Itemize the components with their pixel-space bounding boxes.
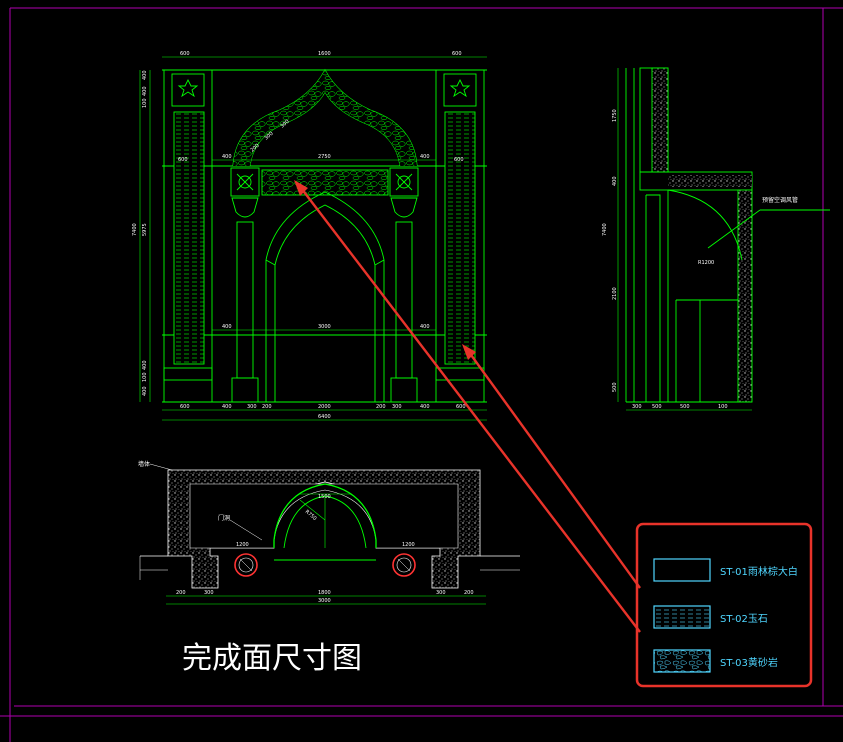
column-base-left-icon bbox=[234, 553, 258, 577]
dim-top-left: 600 bbox=[180, 51, 190, 57]
dim-base-2: 300 bbox=[247, 404, 257, 410]
dim-arch-1: 300 bbox=[263, 131, 274, 142]
dim-base-0: 600 bbox=[180, 404, 190, 410]
plan-base-1: 300 bbox=[204, 590, 214, 596]
dim-mid-center: 2750 bbox=[318, 154, 331, 160]
swatch-plain-icon bbox=[653, 558, 711, 582]
plan-base-3: 300 bbox=[436, 590, 446, 596]
dim-lh-0: 400 bbox=[142, 70, 148, 80]
sec-base-3: 100 bbox=[718, 404, 728, 410]
dim-top-right: 600 bbox=[452, 51, 462, 57]
dim-lh-5: 100 bbox=[142, 372, 148, 382]
legend-item-st01: ST-01雨林棕大白 bbox=[653, 558, 798, 582]
swatch-stone-icon bbox=[653, 649, 711, 673]
elevation-dimensions bbox=[139, 56, 487, 421]
dim-overall-width: 6400 bbox=[318, 414, 331, 420]
dim-base-4: 2000 bbox=[318, 404, 331, 410]
plan-span-dim: 3000 bbox=[318, 598, 331, 604]
dim-overall-height: 7400 bbox=[132, 223, 138, 236]
plan-labels: 墙体 门洞 1500 R750 1200 1200 200 300 1800 3… bbox=[138, 460, 474, 604]
dim-base-5: 200 bbox=[376, 404, 386, 410]
dim-base-7: 400 bbox=[420, 404, 430, 410]
dim-base-8: 600 bbox=[456, 404, 466, 410]
plan-base-2: 1800 bbox=[318, 590, 331, 596]
plan-wall-label: 墙体 bbox=[138, 460, 150, 468]
dim-base-1: 400 bbox=[222, 404, 232, 410]
square-ornament-left-icon bbox=[236, 173, 254, 191]
dim-arch-2: 200 bbox=[249, 143, 260, 154]
plan-door-label: 门洞 bbox=[218, 514, 230, 522]
material-legend: ST-01雨林棕大白 ST-02玉石 ST-03黄砂岩 bbox=[635, 522, 813, 688]
sheet-frame bbox=[0, 7, 843, 742]
legend-item-st02: ST-02玉石 bbox=[653, 605, 768, 629]
dim-arch-0: 300 bbox=[279, 119, 290, 130]
column-base-right-icon bbox=[392, 553, 416, 577]
plan-base-4: 200 bbox=[464, 590, 474, 596]
star-ornament-left-icon bbox=[177, 78, 199, 98]
plan-side-right: 1200 bbox=[402, 542, 415, 548]
sec-base-0: 300 bbox=[632, 404, 642, 410]
annotation-arrows bbox=[294, 180, 641, 633]
dim-low-b: 400 bbox=[420, 324, 430, 330]
sec-note-label: 预留空调风管 bbox=[762, 196, 798, 204]
sec-h-0: 1750 bbox=[612, 109, 618, 122]
dim-lh-4: 400 bbox=[142, 360, 148, 370]
dim-low-center: 3000 bbox=[318, 324, 331, 330]
plan-view bbox=[139, 463, 520, 605]
plan-radius: R750 bbox=[304, 509, 318, 522]
legend-item-label: ST-03黄砂岩 bbox=[720, 656, 778, 669]
swatch-dash-icon bbox=[653, 605, 711, 629]
dim-mid-left: 400 bbox=[222, 154, 232, 160]
legend-item-st03: ST-03黄砂岩 bbox=[653, 649, 778, 673]
dim-lh-2: 100 bbox=[142, 98, 148, 108]
front-elevation bbox=[162, 68, 487, 403]
sec-base-1: 500 bbox=[652, 404, 662, 410]
dim-low-a: 400 bbox=[222, 324, 232, 330]
legend-item-label: ST-01雨林棕大白 bbox=[720, 565, 798, 578]
plan-base-0: 200 bbox=[176, 590, 186, 596]
dim-lh-1: 400 bbox=[142, 86, 148, 96]
legend-item-label: ST-02玉石 bbox=[720, 614, 768, 625]
dim-top-width: 1600 bbox=[318, 51, 331, 57]
section-labels: 1750 400 2100 500 7400 300 500 500 100 预… bbox=[602, 109, 798, 410]
plan-columns bbox=[234, 553, 416, 577]
sec-h-3: 500 bbox=[612, 382, 618, 392]
sec-h-1: 400 bbox=[612, 176, 618, 186]
dim-lh-6: 400 bbox=[142, 386, 148, 396]
elevation-dim-labels: 600 1600 600 600 400 2750 400 600 400 30… bbox=[132, 51, 466, 420]
plan-side-left: 1200 bbox=[236, 542, 249, 548]
dim-mid-left-small: 600 bbox=[178, 157, 188, 163]
legend-box bbox=[635, 522, 813, 688]
dim-mid-height: 5975 bbox=[142, 223, 148, 236]
square-ornament-right-icon bbox=[395, 173, 413, 191]
sec-base-2: 500 bbox=[680, 404, 690, 410]
sec-h-2: 2100 bbox=[612, 287, 618, 300]
sec-overall-height: 7400 bbox=[602, 223, 608, 236]
sec-radius-label: R1200 bbox=[698, 260, 714, 266]
plan-top-dim: 1500 bbox=[318, 494, 331, 500]
dim-mid-right-small: 600 bbox=[454, 157, 464, 163]
drawing-title: 完成面尺寸图 bbox=[182, 641, 362, 676]
star-ornament-right-icon bbox=[449, 78, 471, 98]
dim-mid-right: 400 bbox=[420, 154, 430, 160]
dim-base-6: 300 bbox=[392, 404, 402, 410]
dim-base-3: 200 bbox=[262, 404, 272, 410]
side-section bbox=[617, 67, 830, 411]
